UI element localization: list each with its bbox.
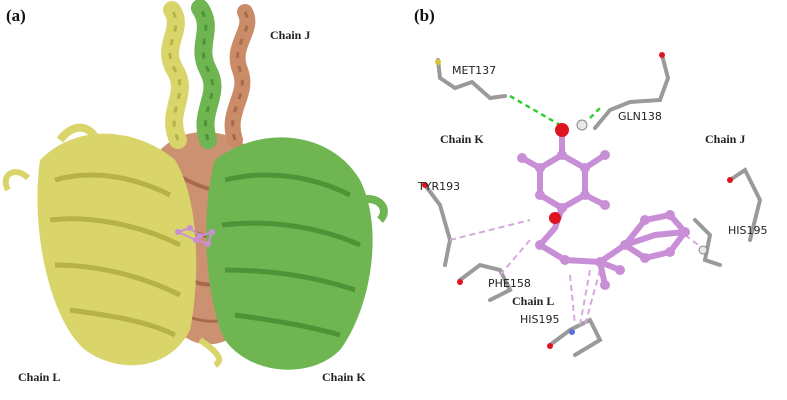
- chain-j-label-b: Chain J: [705, 132, 746, 146]
- binding-site-illustration: [422, 52, 763, 357]
- chain-k-ribbon: [191, 0, 388, 370]
- residue-his195-l: HIS195: [520, 313, 560, 326]
- residue-met137: MET137: [452, 64, 497, 77]
- ligand-hydrogen: [576, 119, 588, 131]
- panel-a-protein-trimer: (a) Chain J Chain L Chain K: [2, 0, 388, 384]
- panel-a-label: (a): [6, 6, 26, 25]
- chain-j-label: Chain J: [270, 28, 311, 42]
- ligand-ether-oxygen: [549, 212, 561, 224]
- chain-l-ribbon: [2, 1, 222, 368]
- pi-centroid: [698, 245, 708, 255]
- panel-b-binding-site: (b) Chain K Chain J Chain L MET137 GLN13…: [400, 0, 787, 400]
- ligand-ball-stick: [175, 225, 215, 247]
- hydrogen-bonds: [509, 94, 601, 127]
- panel-b-label: (b): [414, 6, 435, 25]
- residue-gln138: GLN138: [618, 110, 662, 123]
- residue-his195-j: HIS195: [728, 224, 768, 237]
- chain-l-label: Chain L: [18, 370, 61, 384]
- ligand-hydroxyl-oxygen: [555, 123, 569, 137]
- residue-phe158: PHE158: [488, 277, 531, 290]
- residue-tyr193: TYR193: [418, 180, 461, 193]
- chain-k-label-b: Chain K: [440, 132, 484, 146]
- ligand-atoms: [517, 150, 690, 290]
- chain-l-label-b: Chain L: [512, 294, 555, 308]
- chain-k-label: Chain K: [322, 370, 366, 384]
- protein-ribbon-illustration: [2, 0, 388, 370]
- residue-sticks: [423, 53, 763, 357]
